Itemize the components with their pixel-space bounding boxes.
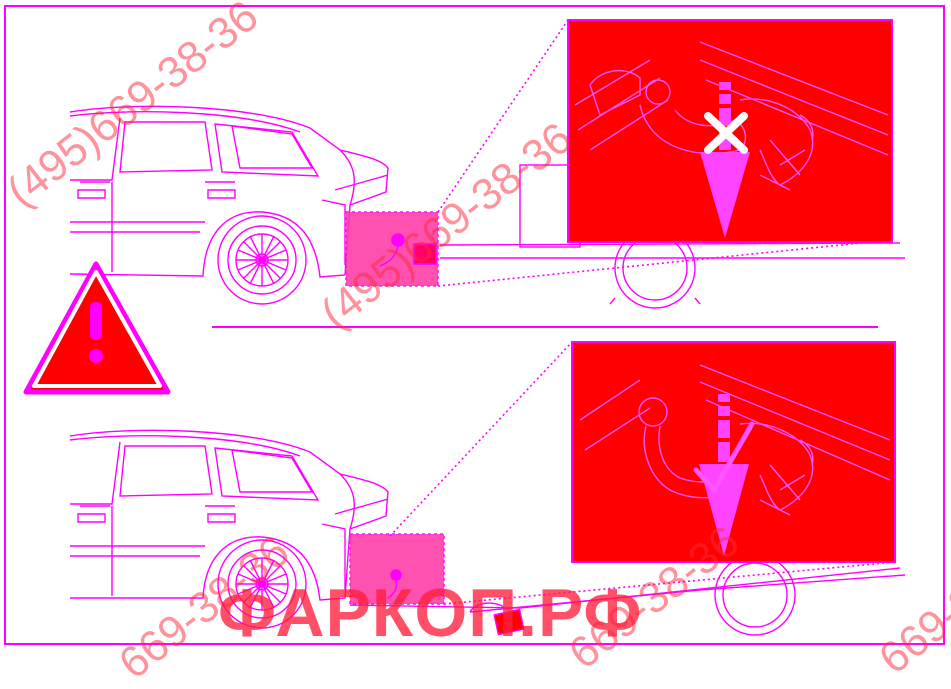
diagram: (495)669-38-36 (495)669-38-36 669-38-36 … — [0, 0, 951, 650]
hitch-highlight-bottom — [350, 534, 444, 604]
illustration — [0, 0, 951, 650]
warning-triangle-icon — [26, 264, 168, 392]
wheel-top — [218, 216, 306, 304]
wheel-bottom — [218, 540, 306, 628]
